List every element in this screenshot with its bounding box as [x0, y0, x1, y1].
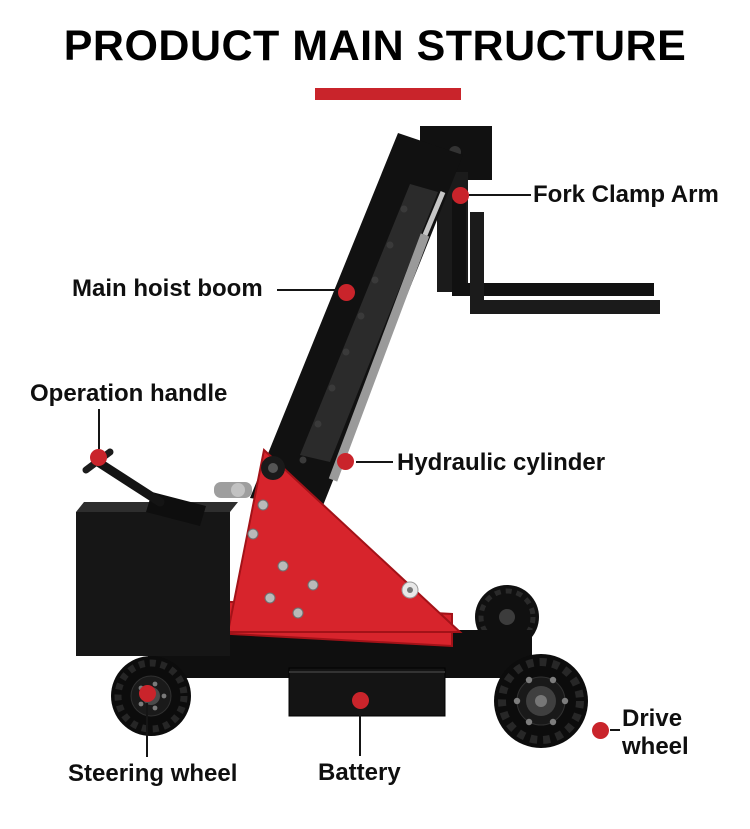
battery-marker-dot — [352, 692, 369, 709]
hydraulic-cylinder-part — [328, 191, 446, 482]
drive-wheel-leader-line — [610, 729, 620, 731]
main-hoist-boom-leader-line — [277, 289, 338, 291]
main-hoist-boom-label: Main hoist boom — [72, 275, 263, 302]
main-hoist-boom-marker-dot — [338, 284, 355, 301]
drive-wheel-label: Drive wheel — [622, 705, 689, 761]
main-boom-part — [250, 133, 463, 508]
hydraulic-cylinder-label: Hydraulic cylinder — [397, 449, 606, 476]
hydraulic-cylinder-marker-dot — [337, 453, 354, 470]
page-title: PRODUCT MAIN STRUCTURE — [63, 22, 687, 70]
fork-clamp-arm-leader-line — [469, 194, 531, 196]
steering-wheel-leader-line — [146, 703, 148, 757]
title-underline — [315, 88, 461, 100]
battery-box-part — [288, 667, 446, 717]
drive-wheel-part — [494, 654, 588, 748]
battery-label: Battery — [318, 759, 401, 786]
triangle-frame-part — [226, 448, 463, 633]
steering-wheel-label: Steering wheel — [68, 760, 238, 787]
fork-clamp-arm-marker-dot — [452, 187, 469, 204]
operation-handle-label: Operation handle — [30, 380, 228, 407]
steering-wheel-marker-dot — [139, 685, 156, 702]
operation-handle-leader-line — [98, 409, 100, 449]
operation-handle-marker-dot — [90, 449, 107, 466]
hydraulic-cylinder-leader-line — [356, 461, 393, 463]
fork-clamp-arm-label: Fork Clamp Arm — [533, 181, 719, 208]
drive-wheel-marker-dot — [592, 722, 609, 739]
battery-leader-line — [359, 710, 361, 756]
